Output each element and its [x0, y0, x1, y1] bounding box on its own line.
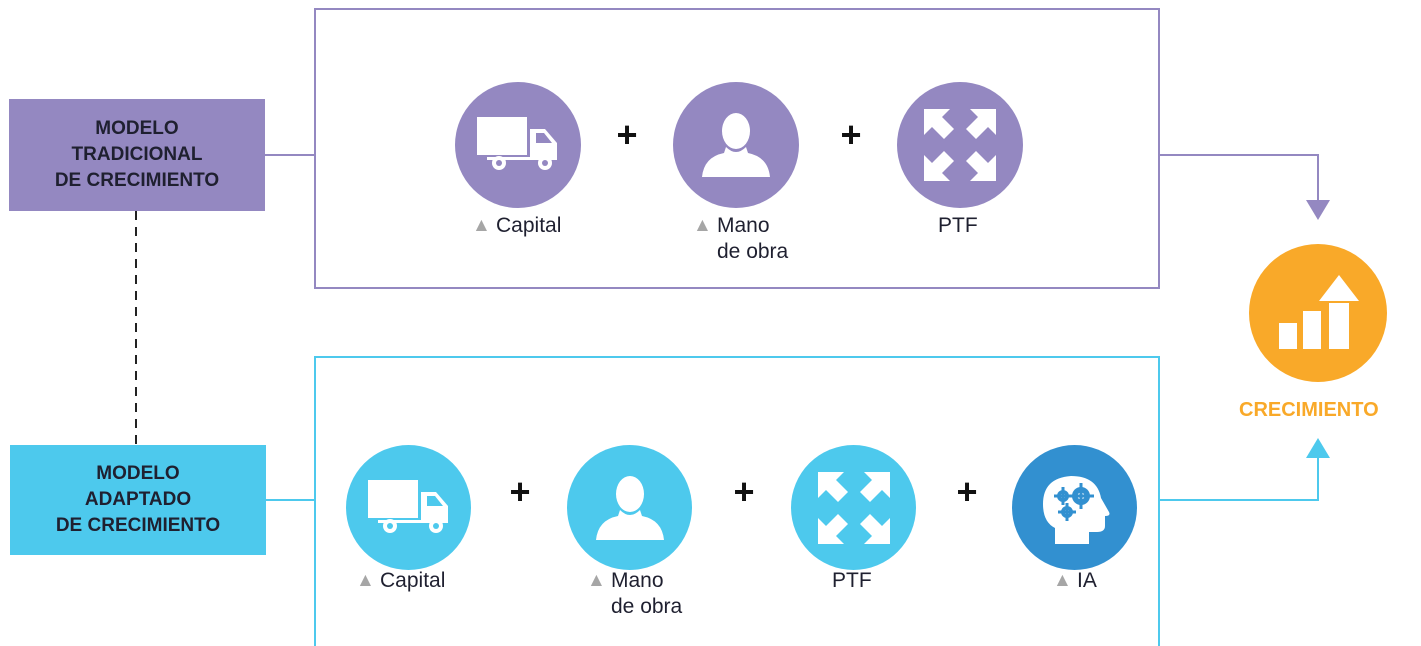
factor-label: PTF	[938, 214, 978, 237]
factor-ia: ▲ IA	[1053, 568, 1097, 594]
adapted-model-label: MODELO ADAPTADO DE CRECIMIENTO	[10, 445, 266, 555]
factor-label: Mano	[611, 569, 664, 592]
factor-capital: ▲ Capital	[472, 213, 562, 239]
factor-capital: ▲ Capital	[356, 568, 446, 594]
increase-marker-icon: ▲	[1053, 570, 1072, 591]
plus-sign: +	[509, 471, 531, 512]
person-icon	[702, 113, 770, 177]
head-gears-icon	[1042, 475, 1109, 544]
factor-label: PTF	[832, 569, 872, 592]
capital-circle	[346, 445, 471, 570]
factor-labor: ▲ Mano de obra	[587, 568, 683, 620]
arrow-up-icon	[1306, 438, 1330, 458]
increase-marker-icon: ▲	[472, 215, 491, 236]
ia-circle	[1012, 445, 1137, 570]
traditional-model-box	[314, 8, 1160, 289]
traditional-model-label: MODELO TRADICIONAL DE CRECIMIENTO	[9, 99, 265, 211]
growth-circle	[1249, 244, 1387, 382]
truck-icon	[477, 117, 557, 170]
capital-circle	[455, 82, 581, 208]
adapted-model-box	[314, 356, 1160, 646]
factor-label: Capital	[496, 214, 562, 237]
increase-marker-icon: ▲	[587, 570, 606, 591]
ptf-circle	[791, 445, 916, 570]
connector-trad-growth	[1160, 154, 1319, 203]
label-line: MODELO	[95, 118, 179, 139]
factor-label: de obra	[611, 595, 683, 618]
factor-labor: ▲ Mano de obra	[693, 213, 789, 265]
plus-sign: +	[956, 471, 978, 512]
labor-circle	[567, 445, 692, 570]
ptf-circle	[897, 82, 1023, 208]
person-icon	[595, 475, 664, 540]
growth-label: CRECIMIENTO	[1239, 399, 1379, 421]
growth-chart-icon	[1279, 275, 1359, 349]
factor-ptf: PTF	[832, 568, 872, 594]
increase-marker-icon: ▲	[356, 570, 375, 591]
factor-label: IA	[1077, 569, 1097, 592]
truck-icon	[367, 479, 448, 533]
label-line: DE CRECIMIENTO	[55, 515, 221, 536]
plus-sign: +	[733, 471, 755, 512]
arrow-down-icon	[1306, 200, 1330, 220]
label-line: MODELO	[96, 463, 180, 484]
factor-label: Capital	[380, 569, 446, 592]
connector-adapt-growth	[1160, 455, 1319, 501]
labor-circle	[673, 82, 799, 208]
plus-sign: +	[840, 114, 862, 155]
label-line: DE CRECIMIENTO	[54, 170, 220, 191]
label-line: TRADICIONAL	[71, 144, 203, 165]
factor-label: de obra	[717, 240, 789, 263]
factor-label: Mano	[717, 214, 770, 237]
increase-marker-icon: ▲	[693, 215, 712, 236]
expand-arrows-icon	[817, 471, 890, 544]
factor-ptf: PTF	[938, 213, 978, 239]
expand-arrows-icon	[924, 109, 996, 181]
plus-sign: +	[616, 114, 638, 155]
label-line: ADAPTADO	[84, 489, 192, 510]
